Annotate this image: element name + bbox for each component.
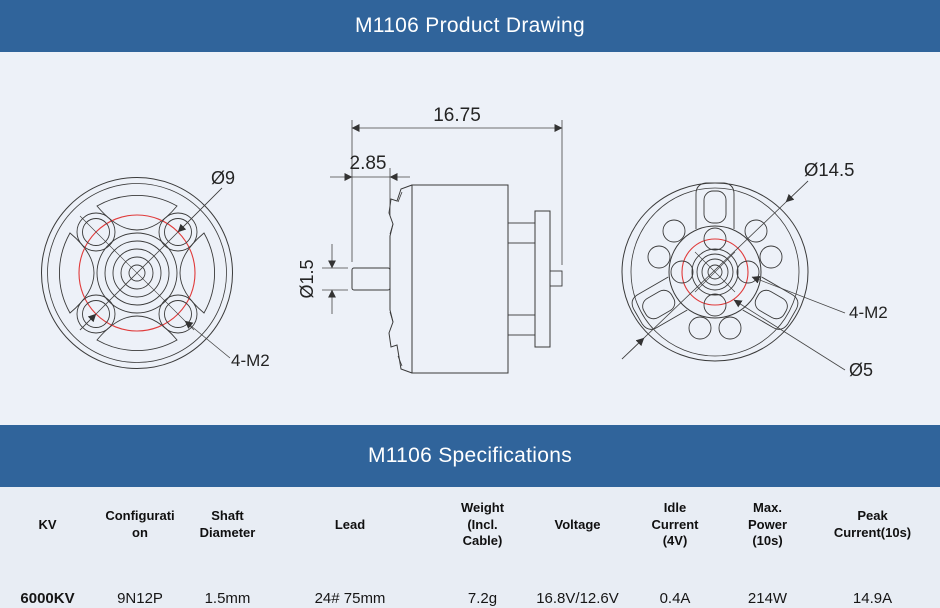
cell-shaft-diameter: 1.5mm xyxy=(204,590,251,607)
product-drawing-canvas: Ø9 4-M2 16.75 2.85 Ø1.5 xyxy=(41,105,888,380)
cell-peak-current: 14.9A xyxy=(852,590,893,607)
col-header-shaft-diameter: Shaft Diameter xyxy=(199,508,256,540)
front-screws-label: 4-M2 xyxy=(231,351,270,370)
cell-idle-current: 0.4A xyxy=(659,590,691,607)
drawing-title-banner: M1106 Product Drawing xyxy=(0,0,940,52)
rear-view-dimensions xyxy=(621,180,846,371)
cell-kv: 6000KV xyxy=(20,590,75,607)
cell-lead: 24# 75mm xyxy=(314,590,386,607)
col-header-weight: Weight (Incl. Cable) xyxy=(460,499,505,549)
col-header-max-power: Max. Power (10s) xyxy=(747,499,787,549)
col-header-lead: Lead xyxy=(334,516,366,532)
spec-table-data-row: 6000KV 9N12P 1.5mm 24# 75mm 7.2g 16.8V/1… xyxy=(0,590,940,607)
specs-title-banner: M1106 Specifications xyxy=(0,425,940,487)
front-view-drawing xyxy=(41,177,233,369)
col-header-idle-current: Idle Current (4V) xyxy=(651,499,699,549)
cell-voltage: 16.8V/12.6V xyxy=(536,590,619,607)
rear-screws-label: 4-M2 xyxy=(849,303,888,322)
side-offset-dim-label: 2.85 xyxy=(350,153,387,174)
cell-configuration: 9N12P xyxy=(117,590,163,607)
col-header-peak-current: Peak Current(10s) xyxy=(833,508,912,540)
rear-view-drawing xyxy=(621,182,809,362)
col-header-kv: KV xyxy=(38,516,57,532)
specs-title: M1106 Specifications xyxy=(367,444,573,467)
side-view-dimensions xyxy=(322,120,563,314)
rear-bolt-circle xyxy=(681,238,749,306)
spec-table: KV Configurati on Shaft Diameter Lead We… xyxy=(0,487,940,608)
col-header-configuration: Configurati on xyxy=(105,508,175,540)
side-length-dim-label: 16.75 xyxy=(433,105,481,126)
col-header-voltage: Voltage xyxy=(554,516,601,532)
side-shaft-dia-dim-label: Ø1.5 xyxy=(297,259,317,298)
side-view-drawing xyxy=(351,184,563,374)
front-bolt-circle xyxy=(78,214,196,332)
spec-table-header-row: KV Configurati on Shaft Diameter Lead We… xyxy=(0,487,940,553)
product-drawing: Ø9 4-M2 16.75 2.85 Ø1.5 xyxy=(0,52,940,425)
rear-outer-dia-dim-label: Ø14.5 xyxy=(804,159,854,180)
rear-bolt-circle-dim-label: Ø5 xyxy=(849,360,873,380)
front-view-dimensions xyxy=(79,187,231,359)
cell-max-power: 214W xyxy=(747,590,788,607)
page-title: M1106 Product Drawing xyxy=(354,14,586,37)
cell-weight: 7.2g xyxy=(467,590,498,607)
front-bolt-circle-dim-label: Ø9 xyxy=(211,168,235,188)
